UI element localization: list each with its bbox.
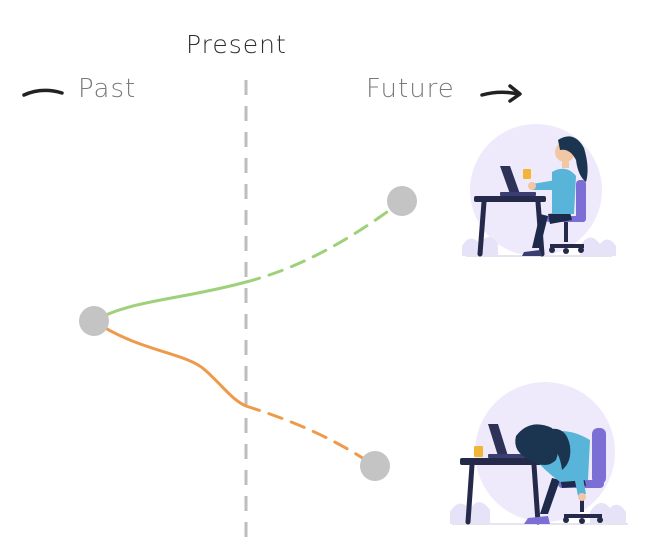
bad-path-future <box>244 404 377 468</box>
bad-outcome-node <box>360 451 390 481</box>
past-label: Past <box>78 74 137 104</box>
exhausted-worker-illustration <box>450 382 628 525</box>
future-label: Future <box>366 74 455 104</box>
happy-worker-illustration <box>462 124 616 257</box>
present-label: Present <box>186 30 287 59</box>
past-arrow-icon <box>22 88 64 97</box>
bad-path-past <box>92 319 248 408</box>
origin-node <box>79 306 109 336</box>
good-outcome-node <box>387 186 417 216</box>
good-path-past <box>92 280 248 323</box>
good-path-future <box>244 199 404 284</box>
future-arrow-icon <box>480 84 522 103</box>
